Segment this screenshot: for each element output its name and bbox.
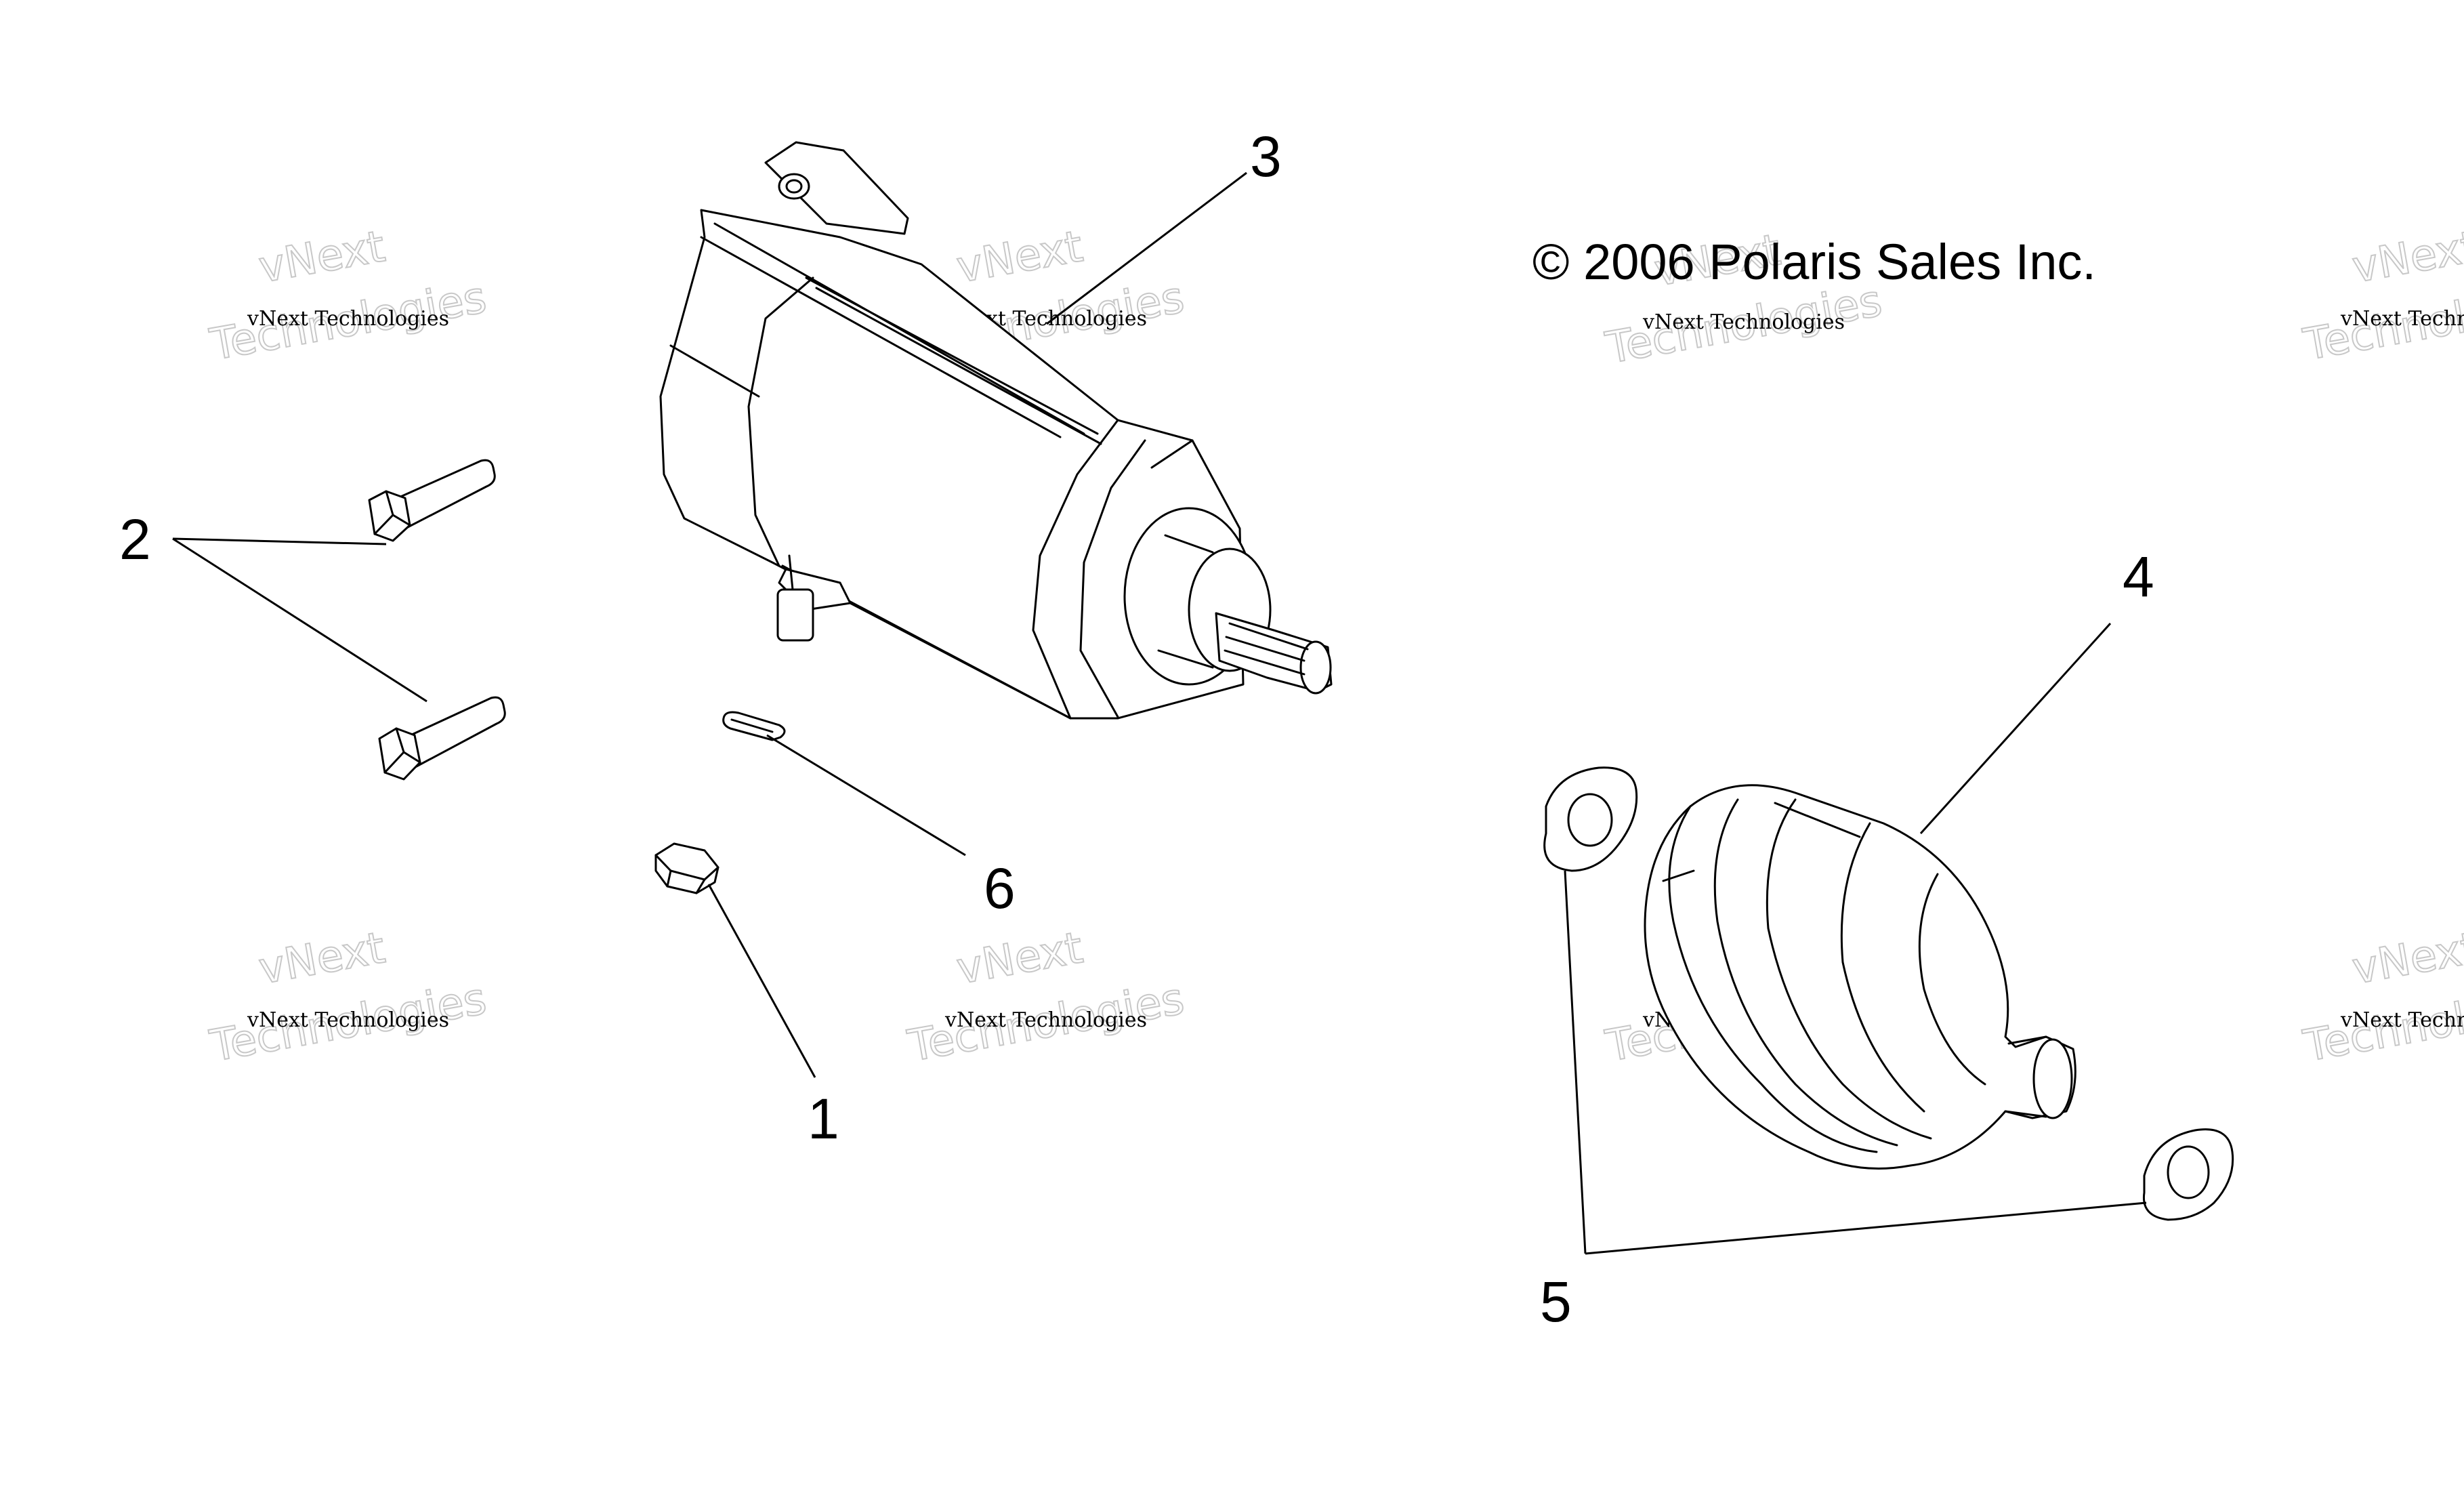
copyright-notice: © 2006 Polaris Sales Inc. [1532,234,2096,290]
washer-icon [1543,766,1638,872]
svg-text:vNext Technologies: vNext Technologies [247,307,449,331]
watermark: vNext Technologies vNext Technologies [206,221,491,371]
watermark: vNext Technologies vNext Technologies [206,922,491,1073]
callout-2: 2 [119,508,151,571]
hex-bolt-icon [378,696,506,781]
svg-text:vNext Technologies: vNext Technologies [1642,310,1845,334]
callout-1: 1 [808,1087,839,1151]
svg-text:vNext Technologies: vNext Technologies [2340,1008,2464,1032]
watermark: vNext Technologies vNext Technologies [2299,922,2464,1073]
svg-text:vNext Technologies: vNext Technologies [944,1008,1147,1032]
svg-text:vNext: vNext [255,923,389,994]
watermark: vNext Technologies vNext Technologies [904,922,1189,1073]
hex-bolt-icon [368,459,496,542]
svg-text:vNext: vNext [2349,222,2464,293]
svg-text:vNext: vNext [255,222,389,293]
callout-4: 4 [2123,545,2154,609]
svg-text:vNext Technologies: vNext Technologies [2340,307,2464,331]
svg-text:vNext: vNext [953,222,1087,293]
callout-5: 5 [1540,1270,1572,1334]
washer-icon [2142,1128,2234,1221]
starter-motor-icon [659,141,1333,720]
callout-6: 6 [984,857,1016,920]
starter-drive-icon [1644,784,2076,1170]
svg-text:vNext: vNext [2349,923,2464,994]
o-ring-icon [722,711,786,741]
watermark: vNext Technologies vNext Technologies [2299,221,2464,371]
leader-lines [172,171,2147,1255]
hex-nut-icon [654,842,719,894]
callout-3: 3 [1250,125,1282,188]
svg-text:vNext Technologies: vNext Technologies [247,1008,449,1032]
svg-text:vNext: vNext [953,923,1087,994]
